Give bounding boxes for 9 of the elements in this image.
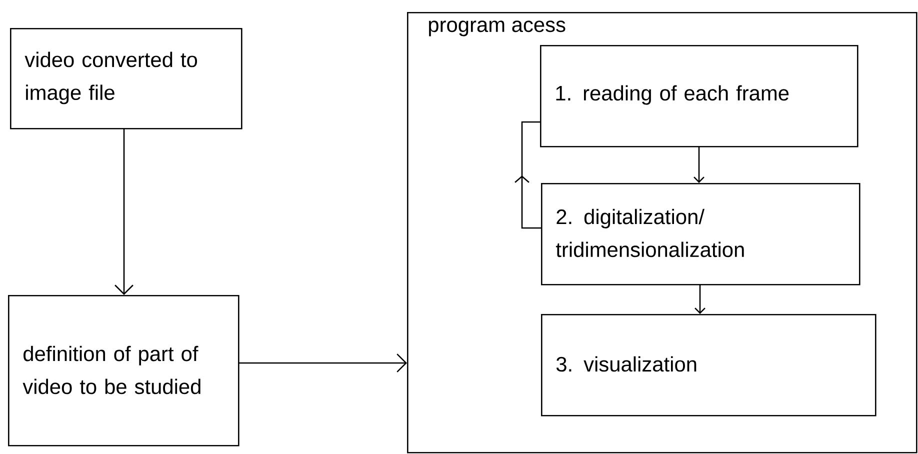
arrow (238, 354, 407, 372)
arrow (114, 128, 134, 295)
arrow (694, 146, 704, 183)
step-box: 1. reading of each frame (540, 45, 858, 148)
step-box: 3. visualization (541, 314, 876, 416)
step-box: 2. digitalization/ tridimensionalization (541, 183, 860, 286)
process-box: video converted to image file (10, 28, 242, 130)
arrow (694, 284, 706, 314)
process-box: definition of part of video to be studied (8, 295, 240, 446)
